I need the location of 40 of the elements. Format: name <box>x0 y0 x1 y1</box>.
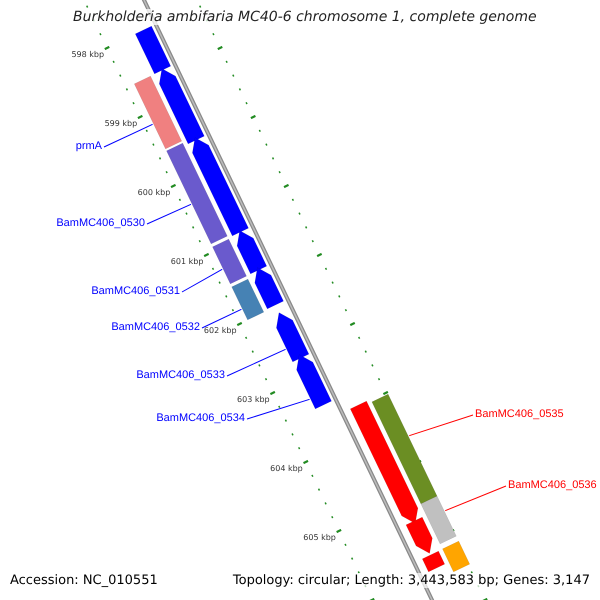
gene-label: BamMC406_0536 <box>508 479 597 491</box>
leader-line <box>182 268 223 292</box>
accession-text: Accession: NC_010551 <box>10 573 158 588</box>
diagram-title: Burkholderia ambifaria MC40-6 chromosome 1, complete genome <box>73 9 537 25</box>
gene-feature <box>406 516 433 554</box>
scale-label: 602 kbp <box>204 326 237 335</box>
leader-line <box>226 348 286 376</box>
scale-label: 600 kbp <box>138 188 170 197</box>
gene-label: prmA <box>76 140 102 152</box>
scale-label: 599 kbp <box>104 119 138 128</box>
gene-feature <box>192 137 249 236</box>
gene-feature <box>296 354 332 410</box>
gene-feature <box>231 278 264 320</box>
leader-line <box>246 398 310 420</box>
gene-feature <box>159 68 205 144</box>
gene-feature <box>350 400 418 524</box>
gene-label: BamMC406_0532 <box>111 321 200 333</box>
gene-feature <box>276 312 310 362</box>
gene-feature <box>372 394 438 504</box>
gene-feature <box>254 267 284 310</box>
gene-label: BamMC406_0533 <box>136 369 225 381</box>
gene-label: BamMC406_0531 <box>91 285 180 297</box>
scale-label: 601 kbp <box>170 257 204 266</box>
genome-info-text: Topology: circular; Length: 3,443,583 bp; Genes: 3,147 <box>232 573 590 588</box>
gene-feature <box>236 230 267 274</box>
gene-feature <box>135 26 171 74</box>
scale-label: 603 kbp <box>237 395 270 404</box>
scale-label: 598 kbp <box>71 50 104 59</box>
gene-label: BamMC406_0534 <box>156 412 245 424</box>
gene-feature <box>442 540 470 572</box>
scale-label: 605 kbp <box>303 533 336 542</box>
leader-line <box>408 414 474 436</box>
gene-label: BamMC406_0535 <box>475 408 564 420</box>
leader-line <box>146 204 192 224</box>
gene-label: BamMC406_0530 <box>56 217 145 229</box>
gene-feature <box>212 238 247 284</box>
scale-label: 604 kbp <box>270 464 303 473</box>
leader-line <box>104 124 154 148</box>
leader-line <box>444 486 506 512</box>
gene-feature <box>420 496 457 544</box>
